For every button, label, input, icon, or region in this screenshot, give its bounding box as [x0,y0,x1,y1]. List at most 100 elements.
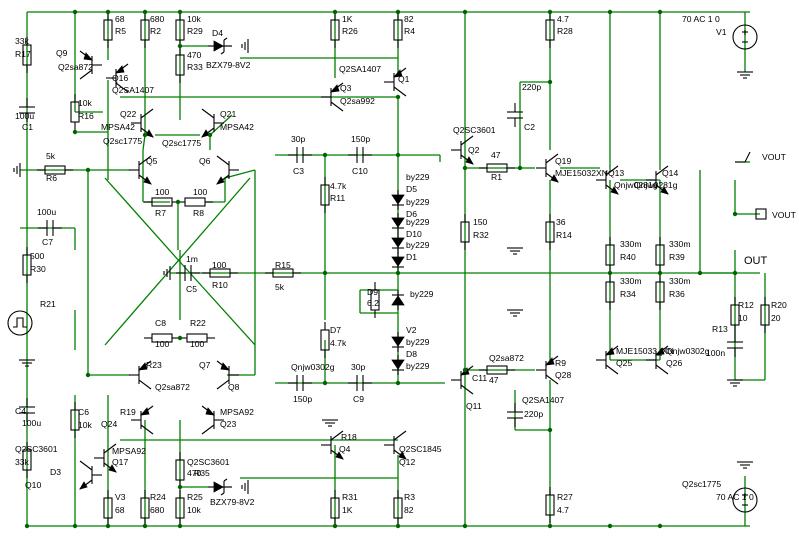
r6 [37,165,73,175]
r30 [22,247,32,283]
gnd-6 [737,461,753,469]
label-q24: MPSA92 [220,407,254,417]
q7 [129,360,152,390]
q12 [384,430,407,460]
label-q21: MPSA42 [220,122,254,132]
label-vout-top: VOUT [762,152,787,162]
label-r3: 1K [342,505,353,515]
r34 [605,274,615,310]
label-r17: 33k [15,36,30,46]
label-r5: R5 [115,26,126,36]
label-q25: Q25 [616,358,632,368]
label-r37: R37 [0,0,16,2]
q23 [201,405,224,435]
q3 [321,82,344,112]
label-r10: 100 [212,260,227,270]
label-c3: C3 [293,166,304,176]
label-d9: D9 [367,287,378,297]
label-q2: Q2 [468,145,480,155]
label-v3: 70 AC 1 0 [716,492,754,502]
label-q9: Q2sa872 [58,62,93,72]
junction-dots [24,9,738,529]
label-r21: 20 [771,313,781,323]
label-v2: V2 [406,325,417,335]
d3 [208,478,232,496]
label-r2: 680 [150,14,165,24]
label-c11: C11 [472,373,487,383]
d1 [391,252,405,272]
c1 [19,98,35,122]
label-r23: R23 [146,360,162,370]
label-q9: Q9 [56,48,68,58]
label-q8: Q2sa872 [155,382,190,392]
label-r28: R28 [557,26,573,36]
label-q21: Q21 [220,109,236,119]
label-r29: R29 [187,26,203,36]
label-r15: R15 [275,260,291,270]
label-r27: 82 [404,505,414,515]
label-r10: R10 [212,280,228,290]
gnd-1 [13,163,21,177]
label-r12: R12 [738,300,754,310]
label-c5: 1m [186,254,198,264]
label-d3: BZX79-8V2 [210,497,255,507]
r1 [479,163,515,173]
label-c4: 220p [524,409,543,419]
r15 [265,268,301,278]
label-q8: Q8 [228,382,240,392]
r13 [320,322,330,358]
label-c7: C7 [42,237,53,247]
label-r9: R9 [555,358,566,368]
d7 [391,355,405,375]
label-q13: Qnjw0281g [614,180,658,190]
label-r4: 82 [404,14,414,24]
label-r32: R32 [473,230,489,240]
label-q6: Q6 [199,156,211,166]
gnd-9 [322,419,338,427]
label-q12: Q12 [399,457,415,467]
q8 [216,360,239,390]
label-q16: Q2SA1407 [112,85,154,95]
label-r23: 100 [190,339,205,349]
label-c2: C2 [524,122,535,132]
label-out: OUT [744,255,768,267]
label-v1: 70 AC 1 0 [682,14,720,24]
label-q1: Q1 [398,74,410,84]
label-d7: D7 [330,325,341,335]
label-c8: 100n [706,348,725,358]
label-c2: 220p [522,82,541,92]
q21 [201,108,224,138]
label-q22: MPSA42 [101,122,135,132]
r18 [22,442,32,478]
r16 [70,94,80,130]
c2 [507,103,523,127]
label-c3: 30p [291,134,306,144]
q9 [79,50,102,80]
label-q7: Q2sa872 [489,353,524,363]
label-q10: Q2sc1775 [682,479,721,489]
label-q17: Q2SC3601 [15,444,58,454]
label-c1: 100u [15,111,34,121]
label-q13: XNQ13 [596,168,624,178]
q28 [536,355,559,385]
r32 [460,214,470,250]
label-r19: R19 [120,407,136,417]
label-r14: 36 [556,217,566,227]
label-d8: by229 [406,337,430,347]
gnd-5 [737,71,753,79]
label-r11: 4.7k [330,181,347,191]
q4 [321,430,344,460]
gnd-10 [19,359,35,367]
label-r34: R34 [620,289,636,299]
c5 [176,265,200,281]
label-r18: 33k [15,457,30,467]
label-q2: Q2SC3601 [453,125,496,135]
label-r4: R4 [404,26,415,36]
q19 [536,153,559,183]
label-r6: 5k [46,151,56,161]
label-c1: C1 [22,122,33,132]
gnd-11 [727,379,743,387]
label-r19: 10k [78,420,93,430]
label-q23: MPSA92 [112,446,146,456]
